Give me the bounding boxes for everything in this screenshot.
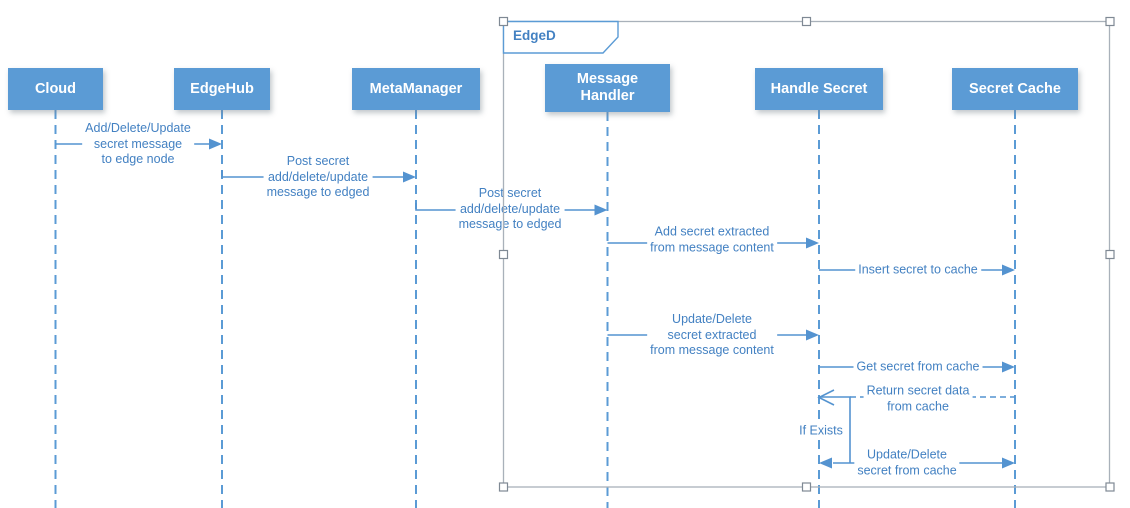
participant-label: EdgeHub bbox=[190, 80, 254, 97]
participant-label: MetaManager bbox=[369, 80, 463, 97]
selection-handle-top-middle[interactable] bbox=[801, 16, 812, 27]
arrowhead-msg7 bbox=[1002, 361, 1015, 373]
participant-secret-cache[interactable]: Secret Cache bbox=[952, 68, 1078, 110]
edged-frame-border[interactable] bbox=[502, 20, 1111, 488]
participant-label: Cloud bbox=[34, 80, 77, 97]
message-label-1[interactable]: Add/Delete/Update secret message to edge… bbox=[82, 120, 194, 168]
message-label-7[interactable]: Get secret from cache bbox=[853, 359, 983, 375]
if-exists-condition-label[interactable]: If Exists bbox=[796, 423, 846, 439]
message-label-5[interactable]: Insert secret to cache bbox=[855, 262, 981, 278]
edged-frame-name-tab[interactable] bbox=[502, 20, 619, 54]
participant-label: Secret Cache bbox=[969, 80, 1061, 97]
selection-handle-top-right[interactable] bbox=[1105, 16, 1115, 27]
participant-edgehub[interactable]: EdgeHub bbox=[174, 68, 270, 110]
arrowhead-msg1 bbox=[209, 138, 222, 150]
participant-message-handler[interactable]: Message Handler bbox=[545, 64, 670, 112]
message-label-2[interactable]: Post secret add/delete/update message to… bbox=[263, 153, 373, 201]
selection-handle-middle-right[interactable] bbox=[1105, 249, 1115, 260]
message-label-6[interactable]: Update/Delete secret extracted from mess… bbox=[647, 311, 777, 359]
arrowhead-msg3 bbox=[594, 204, 608, 216]
message-label-3[interactable]: Post secret add/delete/update message to… bbox=[455, 185, 565, 233]
arrowhead-msg6 bbox=[806, 329, 819, 341]
participant-handle-secret[interactable]: Handle Secret bbox=[755, 68, 883, 110]
participant-label: Message Handler bbox=[576, 71, 639, 104]
selection-handle-bottom-middle[interactable] bbox=[801, 482, 812, 492]
participant-cloud[interactable]: Cloud bbox=[8, 68, 103, 110]
arrowhead-msg5 bbox=[1002, 264, 1015, 276]
message-label-8[interactable]: Return secret data from cache bbox=[863, 383, 973, 415]
selection-handle-middle-left[interactable] bbox=[498, 249, 509, 260]
participant-metamanager[interactable]: MetaManager bbox=[352, 68, 480, 110]
message-label-4[interactable]: Add secret extracted from message conten… bbox=[647, 224, 777, 256]
arrowhead-msg2 bbox=[403, 171, 416, 183]
arrowhead-msg4 bbox=[806, 237, 819, 249]
participant-label: Handle Secret bbox=[770, 80, 868, 97]
arrowhead-msg8-open bbox=[817, 389, 835, 406]
selection-handle-bottom-right[interactable] bbox=[1105, 482, 1115, 492]
arrowhead-msg9-left bbox=[819, 457, 832, 469]
message-label-9[interactable]: Update/Delete secret from cache bbox=[854, 447, 960, 479]
arrowhead-msg9-right bbox=[1002, 457, 1015, 469]
selection-handle-bottom-left[interactable] bbox=[498, 482, 509, 492]
edged-frame-label: EdgeD bbox=[513, 28, 556, 43]
selection-handle-top-left[interactable] bbox=[498, 16, 509, 27]
